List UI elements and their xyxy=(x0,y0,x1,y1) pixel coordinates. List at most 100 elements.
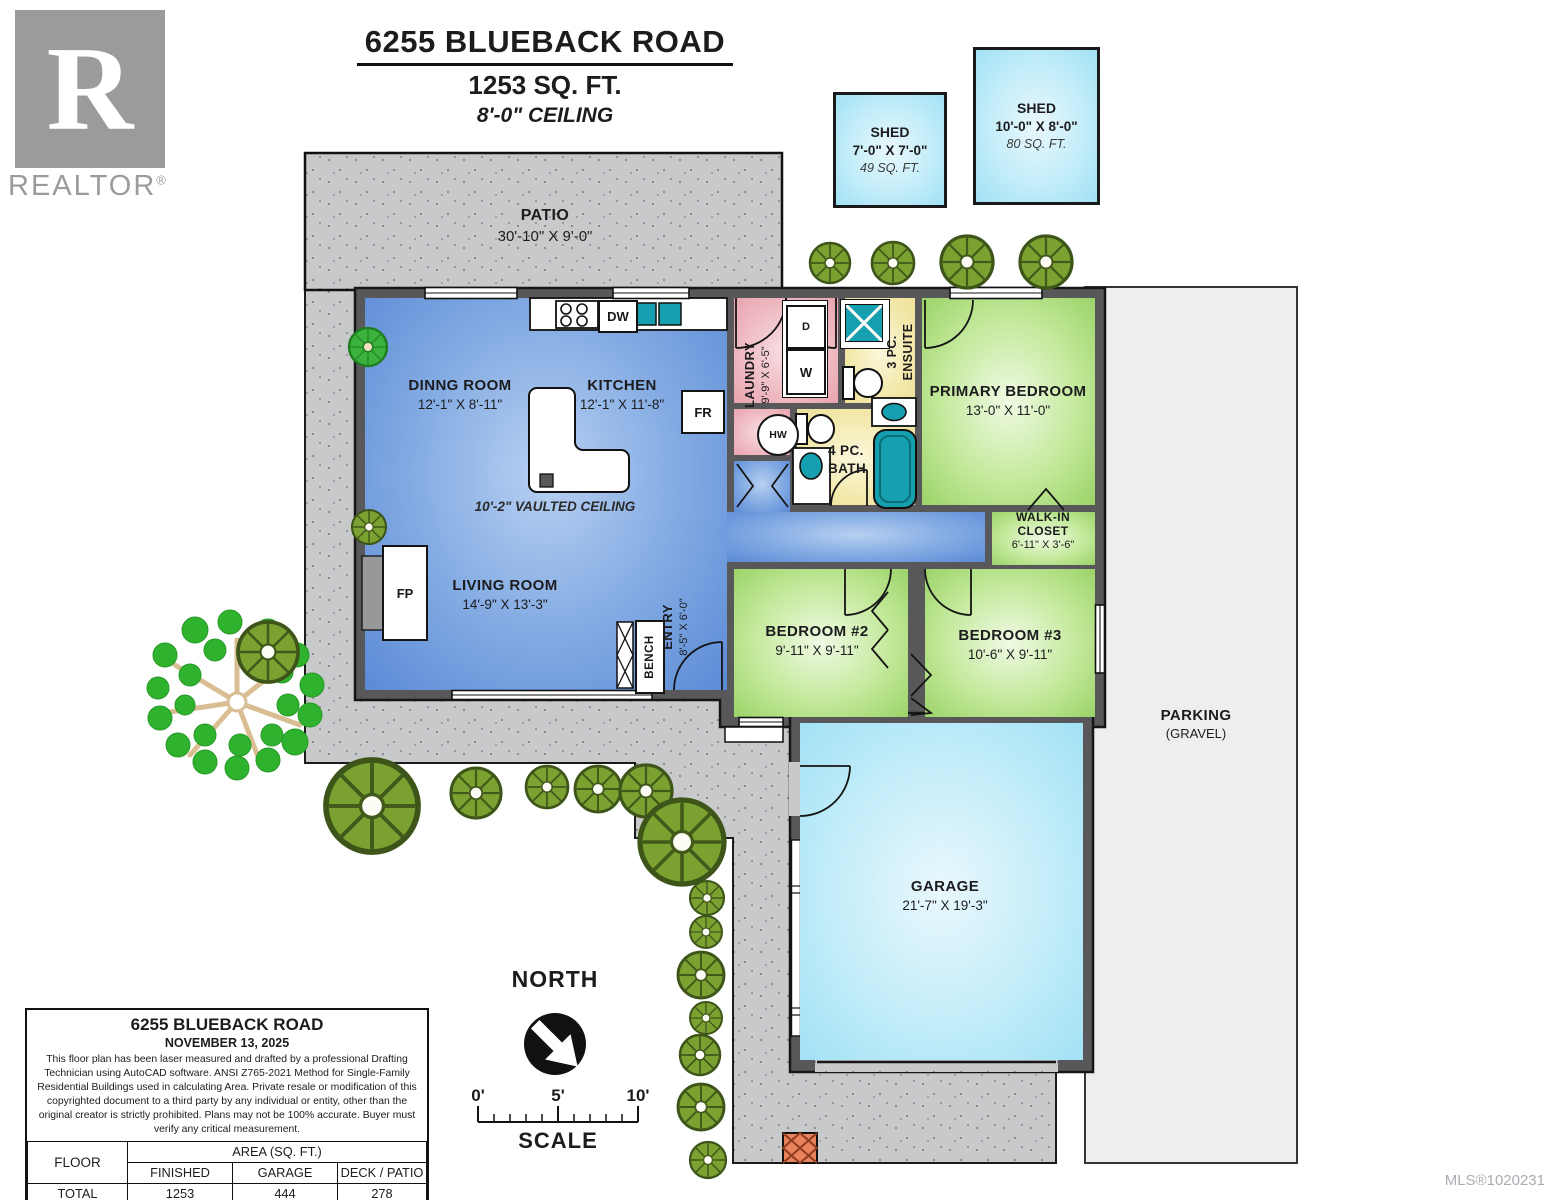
entry-stoop xyxy=(724,726,784,743)
garage-name: GARAGE xyxy=(910,878,980,895)
shower-stall xyxy=(840,299,890,349)
area-table-finished-value: 1253 xyxy=(127,1182,233,1200)
entry-dims: 8'-5" X 6'-0" xyxy=(677,598,690,656)
patio-label: PATIO 30'-10" X 9'-0" xyxy=(395,206,695,246)
scale-tick-10: 10' xyxy=(616,1086,660,1106)
realtor-wordmark: REALTOR® xyxy=(8,170,198,203)
mls-number: MLS®1020231 xyxy=(1285,1172,1545,1189)
registered-mark: ® xyxy=(156,172,168,188)
laundry-dims: 9'-9" X 6'-5" xyxy=(759,346,772,404)
sqft-text: 1253 SQ. FT. xyxy=(468,70,622,100)
dishwasher: DW xyxy=(598,300,638,333)
scale-ruler xyxy=(477,1106,639,1123)
bath-label: 4 PC. BATH xyxy=(828,442,878,477)
parking-sub: (GRAVEL) xyxy=(1165,725,1227,741)
vaulted-ceiling-note: 10'-2" VAULTED CEILING xyxy=(425,498,685,516)
fireplace-label: FP xyxy=(396,585,414,601)
scale-10-text: 10' xyxy=(626,1086,650,1105)
dining-name: DINNG ROOM xyxy=(408,377,512,394)
entry-name: ENTRY xyxy=(660,604,675,650)
bedroom3-dims: 10'-6" X 9'-11" xyxy=(967,646,1053,662)
primary-label: PRIMARY BEDROOM 13'-0" X 11'-0" xyxy=(908,382,1108,419)
shed-2: SHED 10'-0" X 8'-0" 80 SQ. FT. xyxy=(973,47,1100,205)
area-table-col-finished: FINISHED xyxy=(127,1161,233,1184)
fridge-label: FR xyxy=(694,404,712,420)
address-text: 6255 BLUEBACK ROAD xyxy=(356,24,734,66)
realtor-brand-text: REALTOR xyxy=(8,170,157,202)
scale-tick-5: 5' xyxy=(538,1086,578,1106)
infobox-date: NOVEMBER 13, 2025 xyxy=(164,1036,290,1050)
bedroom3-label: BEDROOM #3 10'-6" X 9'-11" xyxy=(910,626,1110,663)
living-label: LIVING ROOM 14'-9" X 13'-3" xyxy=(405,576,605,613)
living-dims: 14'-9" X 13'-3" xyxy=(462,596,548,612)
tree-icon xyxy=(146,609,325,781)
parking-label: PARKING (GRAVEL) xyxy=(1096,706,1296,742)
shed-1: SHED 7'-0" X 7'-0" 49 SQ. FT. xyxy=(833,92,947,208)
garage-dims: 21'-7" X 19'-3" xyxy=(902,897,988,913)
scale-label: SCALE xyxy=(480,1128,636,1154)
hot-water-tank: HW xyxy=(757,414,799,456)
shower-pan xyxy=(844,303,884,343)
patio-name: PATIO xyxy=(520,207,570,224)
north-arrow-icon xyxy=(524,1013,586,1075)
total-sqft: 1253 SQ. FT. xyxy=(300,70,790,101)
realtor-logo: R xyxy=(15,10,165,168)
north-label: NORTH xyxy=(455,966,655,993)
dishwasher-label: DW xyxy=(607,309,629,324)
primary-dims: 13'-0" X 11'-0" xyxy=(965,402,1051,418)
infobox-disclaimer: This floor plan has been laser measured … xyxy=(37,1054,417,1135)
scale-text: SCALE xyxy=(518,1128,598,1153)
shed1-dims: 7'-0" X 7'-0" xyxy=(852,142,928,158)
dryer: D xyxy=(786,305,826,349)
area-table-col-deck: DECK / PATIO xyxy=(337,1161,427,1184)
shed2-dims: 10'-0" X 8'-0" xyxy=(995,118,1078,134)
kitchen-dims: 12'-1" X 11'-8" xyxy=(579,396,665,412)
washer-label: W xyxy=(799,364,813,380)
closet-line1: WALK-IN xyxy=(1015,510,1071,524)
infobox-title: 6255 BLUEBACK ROAD xyxy=(130,1015,324,1034)
laundry-name: LAUNDRY xyxy=(742,342,757,408)
walkin-closet-label: WALK-IN CLOSET 6'-11" X 3'-6" xyxy=(988,510,1098,551)
area-table-col-garage: GARAGE xyxy=(232,1161,338,1184)
dining-dims: 12'-1" X 8'-11" xyxy=(417,396,503,412)
scale-0-text: 0' xyxy=(471,1086,485,1105)
bath-line2: BATH xyxy=(828,460,867,476)
scale-5-text: 5' xyxy=(551,1086,565,1105)
shed2-area: 80 SQ. FT. xyxy=(1006,137,1067,152)
hot-water-label: HW xyxy=(769,429,787,441)
garage-label: GARAGE 21'-7" X 19'-3" xyxy=(845,877,1045,914)
entry-label: ENTRY 8'-5" X 6'-0" xyxy=(660,567,694,687)
mls-text: MLS®1020231 xyxy=(1444,1172,1545,1189)
bath-line1: 4 PC. xyxy=(828,443,864,458)
shed1-name: SHED xyxy=(870,124,910,140)
bedroom2-name: BEDROOM #2 xyxy=(765,623,869,640)
bench-label: BENCH xyxy=(644,635,656,679)
parking-name: PARKING xyxy=(1160,707,1232,724)
fridge: FR xyxy=(681,390,725,434)
living-name: LIVING ROOM xyxy=(452,577,558,594)
realtor-r-icon: R xyxy=(46,22,134,155)
scale-tick-0: 0' xyxy=(458,1086,498,1106)
bedroom2-label: BEDROOM #2 9'-11" X 9'-11" xyxy=(717,622,917,659)
washer: W xyxy=(786,349,826,395)
fireplace: FP xyxy=(382,545,428,641)
shed2-name: SHED xyxy=(1017,100,1056,116)
room-hall-closet xyxy=(734,461,790,512)
area-table-garage-value: 444 xyxy=(232,1182,338,1200)
closet-line2: CLOSET xyxy=(1017,523,1069,538)
area-table-deck-value: 278 xyxy=(337,1182,427,1200)
laundry-label: LAUNDRY 9'-9" X 6'-5" xyxy=(742,305,776,445)
hatched-post xyxy=(781,1131,819,1165)
room-hallway xyxy=(727,512,985,562)
primary-name: PRIMARY BEDROOM xyxy=(929,383,1087,400)
room-walkin-closet xyxy=(992,512,1095,565)
dryer-label: D xyxy=(802,321,810,333)
info-box: 6255 BLUEBACK ROAD NOVEMBER 13, 2025 Thi… xyxy=(25,1008,429,1200)
kitchen-label: KITCHEN 12'-1" X 11'-8" xyxy=(522,376,722,413)
area-table-area-header: AREA (SQ. FT.) xyxy=(127,1140,427,1163)
ensuite-line1: 3 PC. xyxy=(885,335,899,369)
vaulted-ceiling-text: 10'-2" VAULTED CEILING xyxy=(474,499,636,514)
page-title: 6255 BLUEBACK ROAD xyxy=(300,24,790,66)
bedroom2-dims: 9'-11" X 9'-11" xyxy=(775,642,859,658)
